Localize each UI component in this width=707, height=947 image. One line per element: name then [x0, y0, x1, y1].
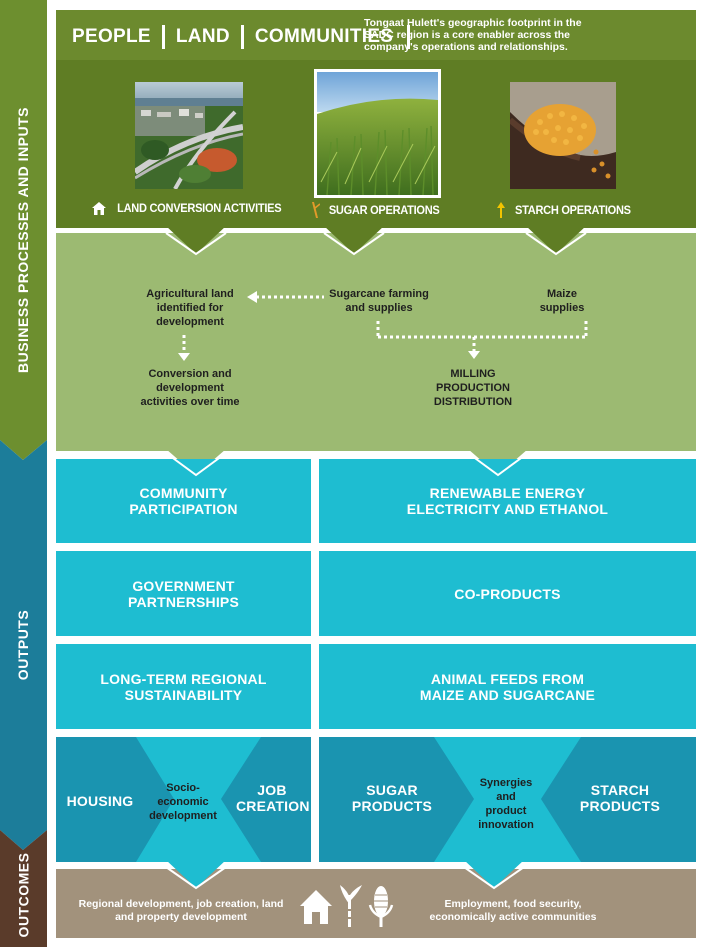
sidebar-outputs-label: OUTPUTS: [15, 609, 32, 681]
sugarcane-supplies-text: Sugarcane farming and supplies: [329, 288, 429, 314]
header-item-people: PEOPLE: [72, 26, 151, 47]
outcome-sugarcane-icon: [340, 885, 362, 927]
header-description: Tongaat Hulett's geographic footprint in…: [364, 17, 582, 53]
job-creation-label: JOB CREATION: [236, 782, 310, 814]
agri-land-text: Agricultural land identified for develop…: [146, 288, 234, 328]
synergy-right-panel: [319, 737, 696, 862]
land-conversion-label: LAND CONVERSION ACTIVITIES: [117, 201, 282, 215]
output-renewable-energy: RENEWABLE ENERGY ELECTRICITY AND ETHANOL: [319, 459, 696, 543]
sugar-operations-label: SUGAR OPERATIONS: [328, 203, 440, 217]
housing-label: HOUSING: [66, 793, 134, 809]
output-regional-sustainability: LONG-TERM REGIONAL SUSTAINABILITY: [56, 644, 311, 729]
output-government-partnerships: GOVERNMENT PARTNERSHIPS: [56, 551, 311, 636]
sidebar-business-label: BUSINESS PROCESSES AND INPUTS: [15, 106, 32, 374]
maize-icon: [497, 202, 505, 218]
output-co-products: CO-PRODUCTS: [319, 551, 696, 636]
sidebar-business: [0, 0, 47, 460]
conversion-text: Conversion and development activities ov…: [140, 368, 240, 408]
sidebar-outcomes: [0, 830, 47, 947]
outcome-maize-icon: [368, 886, 394, 927]
sidebar-outcomes-label: OUTCOMES: [15, 852, 32, 938]
chevron-outlines-outputs: [165, 452, 529, 477]
outcome-left-text: Regional development, job creation, land…: [78, 898, 284, 923]
sugarcane-icon: [312, 202, 320, 218]
chevron-arrows-operations: [165, 226, 587, 256]
maize-supplies-text: Maize supplies: [539, 288, 585, 314]
socio-economic-text: Socio- economic development: [149, 782, 217, 822]
sidebar-outputs: [0, 440, 47, 850]
starch-operations-label: STARCH OPERATIONS: [515, 203, 631, 217]
flow-connectors: [178, 291, 588, 361]
land-conversion-label-row: LAND CONVERSION ACTIVITIES: [92, 199, 288, 217]
header-divider: [161, 25, 165, 49]
house-icon: [92, 201, 106, 215]
sugar-operations-label-row: SUGAR OPERATIONS: [310, 201, 444, 219]
chevron-arrows-synergy: [165, 860, 525, 890]
sugar-products-label: SUGAR PRODUCTS: [351, 782, 433, 814]
header-title: PEOPLE LAND COMMUNITIES: [72, 24, 424, 50]
synergy-left-panel: [56, 737, 311, 862]
sugarcane-photo: [314, 69, 441, 198]
flow-panel: [56, 233, 696, 451]
header-divider: [240, 25, 244, 49]
outcome-right-text: Employment, food security, economically …: [429, 898, 597, 923]
header-item-land: LAND: [175, 26, 230, 47]
header-item-communities: COMMUNITIES: [254, 26, 394, 47]
maize-photo: [510, 82, 616, 189]
starch-products-label: STARCH PRODUCTS: [579, 782, 661, 814]
milling-text: MILLING PRODUCTION DISTRIBUTION: [433, 368, 513, 408]
header-divider: [407, 25, 411, 49]
outcome-house-icon: [300, 890, 332, 924]
synergies-innovation-text: Synergies and product innovation: [478, 777, 534, 831]
starch-operations-label-row: STARCH OPERATIONS: [496, 201, 636, 219]
output-community-participation: COMMUNITY PARTICIPATION: [56, 459, 311, 543]
land-conversion-photo: [135, 82, 243, 189]
output-animal-feeds: ANIMAL FEEDS FROM MAIZE AND SUGARCANE: [319, 644, 696, 729]
